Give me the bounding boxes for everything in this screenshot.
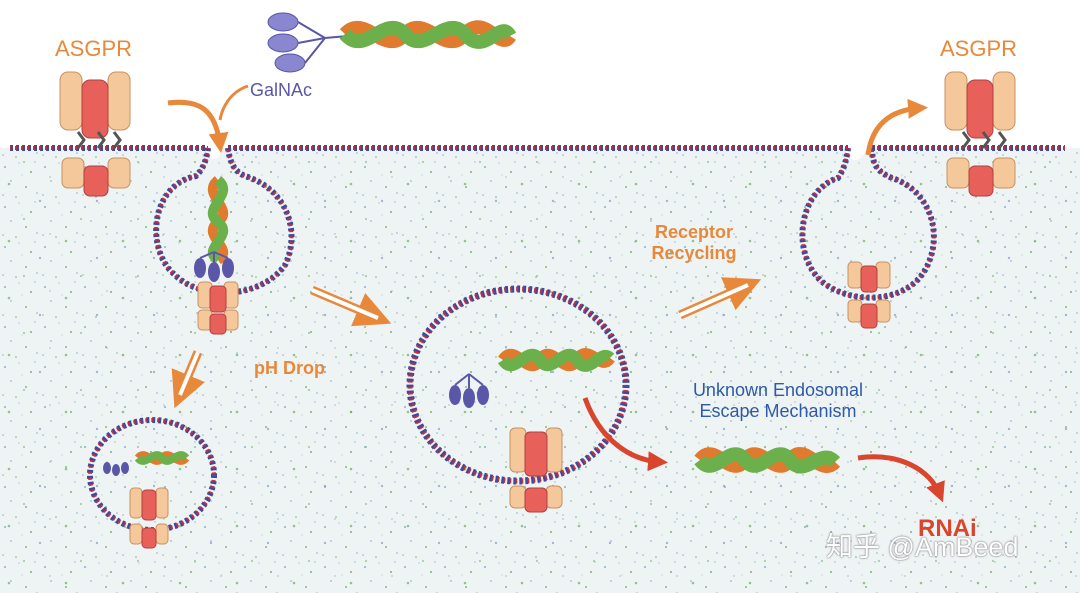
galnac-released-icon — [449, 373, 489, 408]
uptake-arrow — [167, 99, 229, 153]
galnac-label: GalNAc — [250, 80, 313, 100]
sirna-in-acidified-endosome — [134, 451, 190, 465]
unknown-escape-label: Unknown Endosomal Escape Mechanism — [692, 380, 864, 421]
asgpr-in-acidified-endosome — [129, 487, 169, 549]
galnac-bound-icon — [194, 251, 234, 282]
ph-drop-label: pH Drop — [254, 358, 325, 378]
galnac-ligand-icon — [267, 12, 349, 73]
sirna-duplex-top — [339, 20, 517, 49]
asgpr-in-late-endosome — [509, 427, 563, 513]
rnai-arrow — [857, 454, 945, 503]
escape-arrow — [582, 397, 668, 472]
asgpr-label-left: ASGPR — [55, 36, 133, 61]
early-endosome — [153, 147, 295, 296]
asgpr-receptor-left — [59, 71, 131, 197]
sirna-released-cytoplasm — [694, 447, 841, 474]
galnac-small-icon — [103, 462, 129, 476]
asgpr-in-recycling-endosome — [847, 261, 891, 329]
receptor-recycling-label: Receptor Recycling — [651, 222, 737, 263]
sirna-in-late-endosome — [498, 348, 615, 372]
watermark: 知乎 @AmBeed — [826, 532, 1019, 562]
sirna-in-early-endosome — [207, 176, 229, 265]
asgpr-in-early-endosome — [197, 281, 239, 335]
galnac-arrow — [218, 84, 249, 121]
rnai-label: RNAi — [918, 515, 977, 542]
recycling-endosome — [799, 147, 937, 301]
late-endosome — [406, 285, 630, 485]
asgpr-label-right: ASGPR — [940, 36, 1018, 61]
asgpr-receptor-right — [944, 71, 1016, 197]
recycle-out-arrow — [865, 98, 928, 156]
